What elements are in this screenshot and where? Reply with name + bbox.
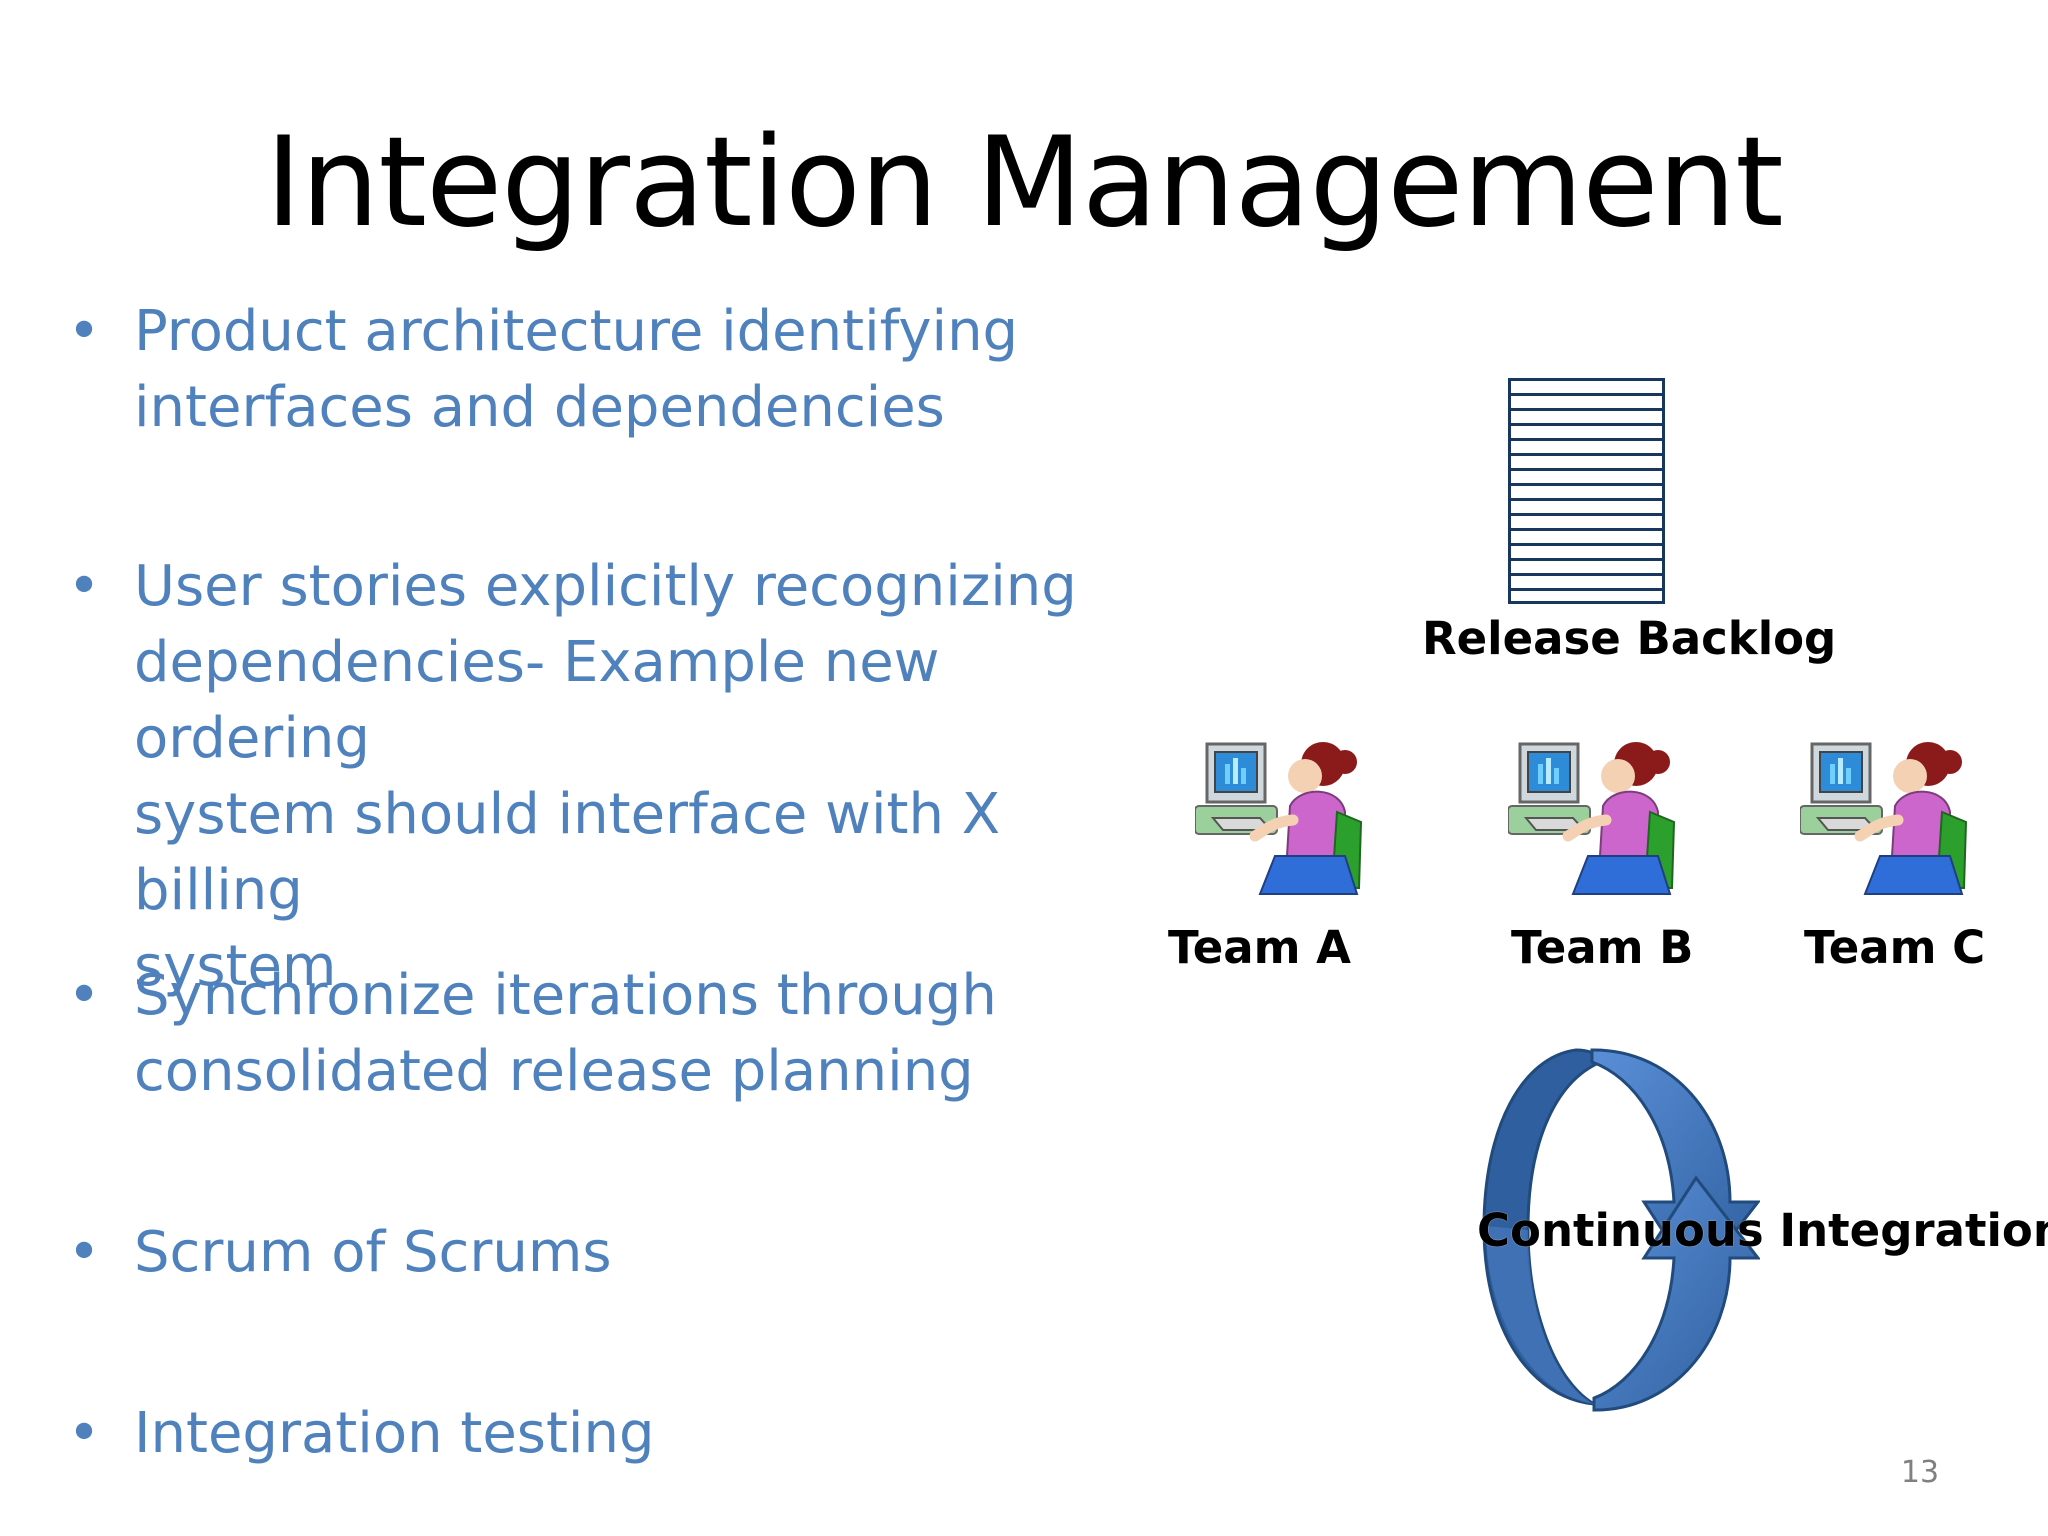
team-a-label: Team A bbox=[1168, 921, 1351, 974]
bullet-text: Integration testing bbox=[134, 1401, 655, 1466]
slide-title: Integration Management bbox=[265, 111, 1784, 255]
team-member-at-computer-icon bbox=[1508, 742, 1676, 895]
release-backlog-document-icon bbox=[1508, 378, 1665, 604]
bullet-dot: • bbox=[67, 963, 101, 1028]
bullet-dot: • bbox=[67, 299, 101, 364]
team-member-at-computer-icon bbox=[1800, 742, 1968, 895]
bullet-text: Synchronize iterations through consolida… bbox=[134, 963, 997, 1104]
team-b-label: Team B bbox=[1511, 921, 1694, 974]
release-backlog-label: Release Backlog bbox=[1422, 612, 1837, 665]
team-c-label: Team C bbox=[1804, 921, 1986, 974]
circular-arrows-icon bbox=[1482, 1048, 1760, 1412]
bullet-list: • Product architecture identifying inter… bbox=[67, 299, 1076, 1466]
page-number: 13 bbox=[1900, 1455, 1940, 1490]
bullet-dot: • bbox=[67, 1401, 101, 1466]
bullet-dot: • bbox=[67, 1220, 101, 1285]
bullet-dot: • bbox=[67, 554, 101, 619]
integration-diagram: Release Backlog bbox=[1140, 360, 2048, 1440]
bullet-text: Scrum of Scrums bbox=[134, 1220, 612, 1285]
team-member-at-computer-icon bbox=[1195, 742, 1363, 895]
continuous-integration-label: Continuous Integration bbox=[1477, 1204, 2048, 1257]
bullet-text: Product architecture identifying interfa… bbox=[134, 299, 1019, 440]
bullet-text: User stories explicitly recognizing depe… bbox=[134, 554, 1077, 999]
